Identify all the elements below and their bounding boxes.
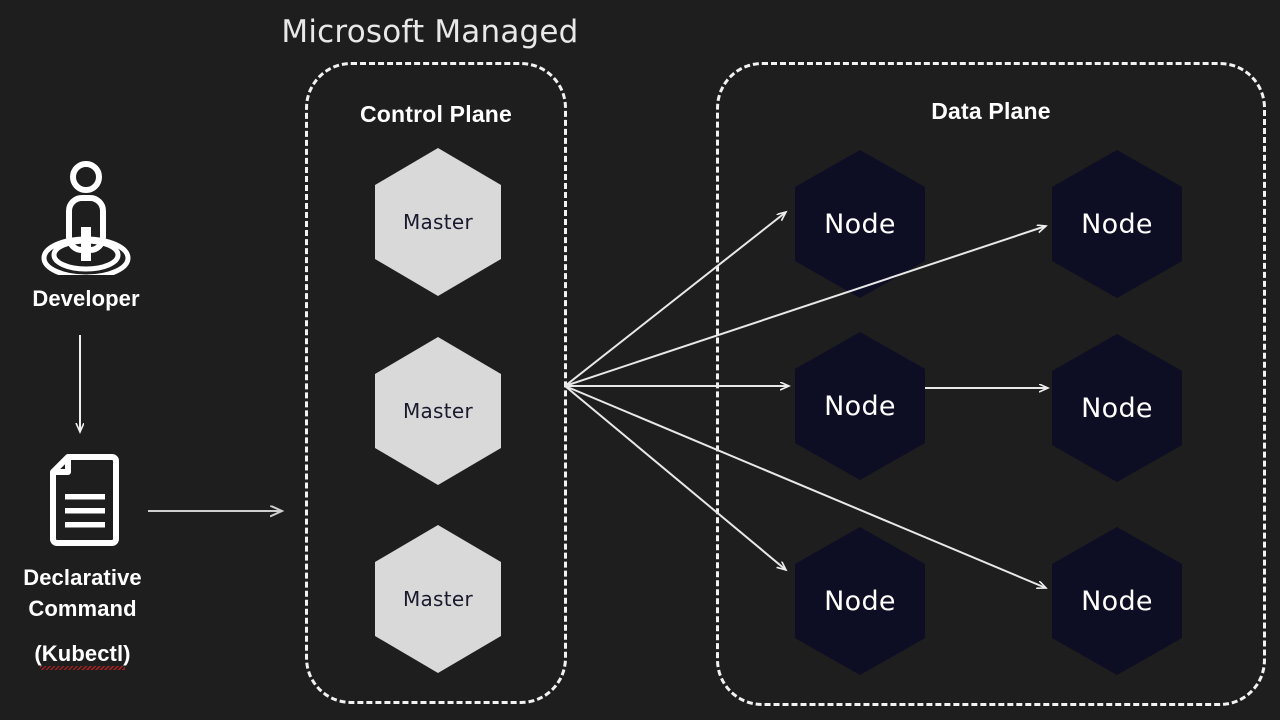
- kubectl-label-line-1: Declarative: [23, 565, 142, 590]
- node-label: Node: [1081, 585, 1153, 617]
- node-label: Node: [824, 208, 896, 240]
- kubectl-label-line-3: (Kubectl): [34, 638, 131, 670]
- data-plane-title: Data Plane: [931, 98, 1051, 124]
- developer-label: Developer: [32, 286, 140, 311]
- kubectl-label-line-2: Command: [28, 596, 137, 621]
- page-title: Microsoft Managed: [281, 14, 579, 50]
- person-on-platform-icon: [0, 155, 172, 275]
- node-label: Node: [1081, 392, 1153, 424]
- node-label: Node: [824, 585, 896, 617]
- node-label: Node: [1081, 208, 1153, 240]
- spellcheck-underline: [40, 666, 125, 670]
- master-label: Master: [402, 587, 474, 611]
- control-plane-title: Control Plane: [359, 101, 513, 127]
- master-hexagon[interactable]: Master: [375, 525, 501, 673]
- master-label: Master: [402, 399, 474, 423]
- developer-group: Developer: [0, 155, 172, 314]
- kubectl-group: Declarative Command (Kubectl): [0, 452, 165, 670]
- document-icon: [0, 452, 165, 548]
- kubectl-label-text: (Kubectl): [34, 641, 131, 666]
- node-label: Node: [824, 390, 896, 422]
- master-label: Master: [402, 210, 474, 234]
